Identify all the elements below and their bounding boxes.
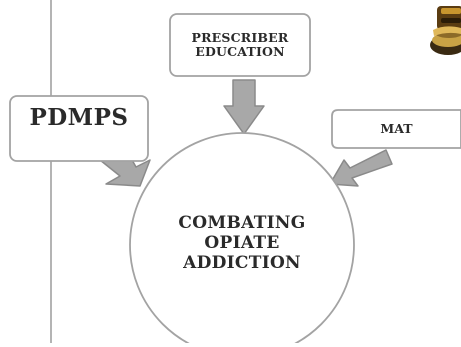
mat-box — [331, 109, 461, 149]
pdmps-box — [9, 95, 149, 162]
center-circle — [129, 132, 355, 347]
gavel-icon — [430, 6, 461, 55]
arrow-prescriber-down — [223, 79, 265, 135]
pdmps-label: PDMPS — [29, 104, 129, 132]
center-label: COMBATING OPIATE ADDICTION — [178, 212, 306, 274]
arrow-mat-diagonal — [329, 149, 393, 187]
prescriber-education-box — [169, 13, 311, 77]
prescriber-education-label: PRESCRIBER EDUCATION — [191, 30, 289, 59]
mat-label: MAT — [380, 121, 413, 136]
